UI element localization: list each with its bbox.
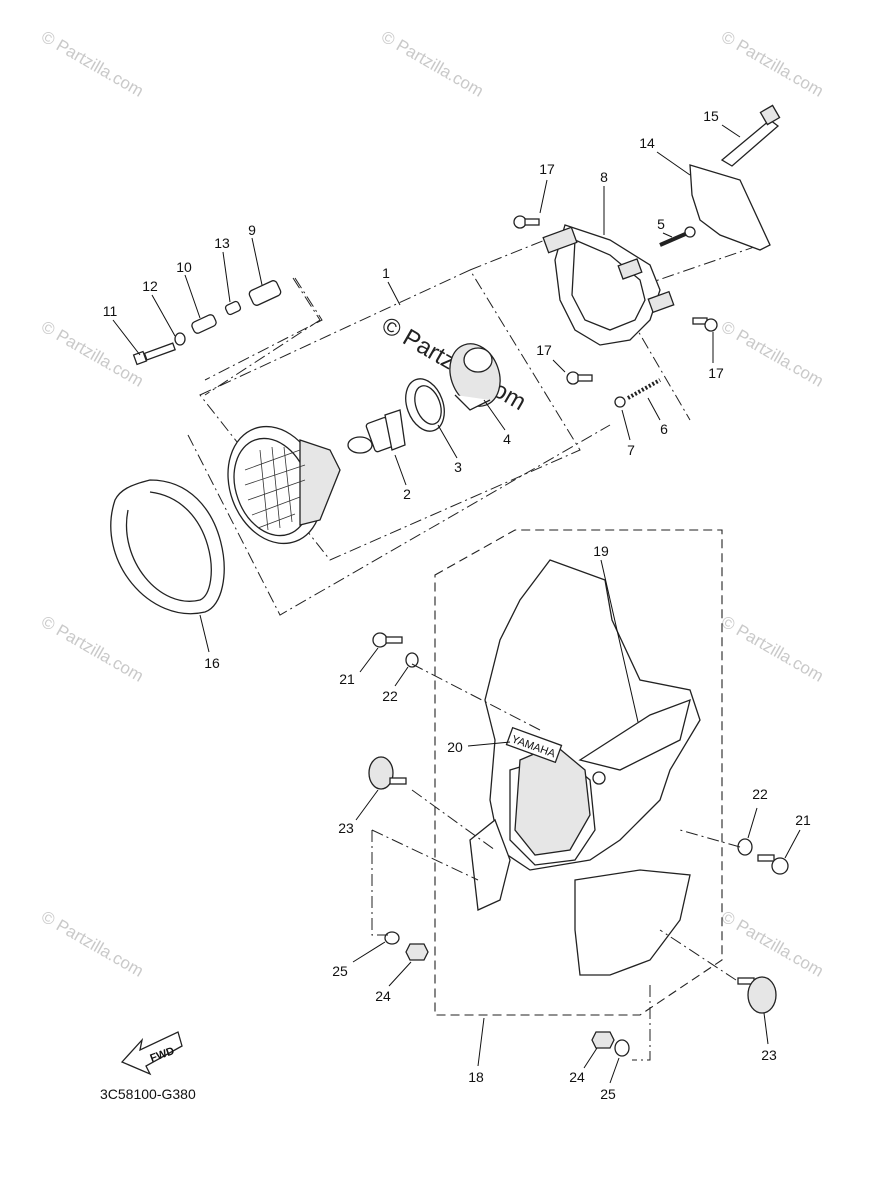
callout-17: 17: [539, 161, 555, 177]
callout-9: 9: [248, 222, 256, 238]
guide-line: [187, 424, 611, 616]
callout-3: 3: [454, 459, 462, 475]
grommet-23: [737, 976, 777, 1014]
guide-line: [371, 829, 479, 881]
nut-7: [614, 396, 626, 408]
assembly-18-outline: [434, 529, 723, 1016]
callout-5: 5: [657, 216, 665, 232]
watermark: © Partzilla.com: [38, 27, 147, 101]
callout-7: 7: [627, 442, 635, 458]
bulb-2: [347, 409, 406, 454]
guide-line: [411, 789, 496, 851]
guide-line: [659, 929, 737, 981]
diagram-code: 3C58100-G380: [100, 1086, 196, 1102]
bolt-21: [757, 854, 789, 875]
nut-24: [591, 1031, 615, 1049]
part-12-washer: [174, 332, 186, 346]
assembly-1-outline: [199, 269, 581, 561]
callout-25: 25: [600, 1086, 616, 1102]
watermark: © Partzilla.com: [38, 907, 147, 981]
callout-21: 21: [795, 812, 811, 828]
screw-5: [659, 226, 696, 247]
guide-line: [469, 239, 546, 271]
bulb-cover-4: [449, 343, 501, 411]
callout-12: 12: [142, 278, 158, 294]
headlight-lens: [227, 425, 341, 545]
callout-14: 14: [639, 135, 655, 151]
callout-17: 17: [708, 365, 724, 381]
guide-line: [411, 663, 541, 731]
callout-22: 22: [382, 688, 398, 704]
spring-6: [627, 378, 661, 400]
callout-2: 2: [403, 486, 411, 502]
watermark: © Partzilla.com: [718, 27, 827, 101]
watermark: © Partzilla.com: [38, 612, 147, 686]
grommet-23: [368, 756, 407, 790]
watermark: © Partzilla.com: [718, 907, 827, 981]
part-13-pin: [224, 300, 242, 316]
watermark: © Partzilla.com: [378, 27, 487, 101]
callout-6: 6: [660, 421, 668, 437]
washer-25: [614, 1039, 630, 1057]
washer-25: [384, 931, 400, 945]
callout-21: 21: [339, 671, 355, 687]
nut-24: [405, 943, 429, 961]
screw-17: [692, 317, 718, 332]
socket-ring-3: [405, 378, 445, 432]
callout-25: 25: [332, 963, 348, 979]
callout-24: 24: [375, 988, 391, 1004]
callout-17: 17: [536, 342, 552, 358]
callout-18: 18: [468, 1069, 484, 1085]
cable-tie-15: [720, 104, 781, 167]
headlight-cowling-19: [469, 559, 701, 976]
callout-16: 16: [204, 655, 220, 671]
guide-line: [632, 985, 651, 1061]
screw-17: [566, 371, 593, 385]
bolt-21: [372, 632, 403, 648]
guide-line: [679, 829, 741, 848]
watermark: © Partzilla.com: [718, 612, 827, 686]
cover-plate-14: [689, 164, 771, 251]
guide-line: [371, 830, 388, 936]
callout-8: 8: [600, 169, 608, 185]
fwd-arrow-icon: FWD: [120, 1031, 183, 1076]
callout-23: 23: [338, 820, 354, 836]
callout-22: 22: [752, 786, 768, 802]
callout-1: 1: [382, 265, 390, 281]
callout-labels: 1 2 3 4 5 6 7 8 9 10 11 12 13 14 15 16 1…: [103, 108, 811, 1102]
callout-19: 19: [593, 543, 609, 559]
callout-24: 24: [569, 1069, 585, 1085]
callout-20: 20: [447, 739, 463, 755]
part-10-spacer: [191, 314, 217, 334]
callout-15: 15: [703, 108, 719, 124]
leader-lines: [112, 124, 801, 1084]
guide-line: [292, 277, 321, 321]
callout-23: 23: [761, 1047, 777, 1063]
bracket-8: [542, 224, 675, 346]
part-11-bolt: [132, 342, 176, 366]
callout-10: 10: [176, 259, 192, 275]
guide-line: [204, 277, 323, 381]
watermark: © Partzilla.com: [718, 317, 827, 391]
callout-11: 11: [103, 303, 118, 319]
guide-line: [204, 319, 321, 396]
headlight-rim-16: [110, 479, 225, 615]
screw-17: [513, 215, 540, 229]
part-9-connector: [248, 280, 282, 306]
callout-13: 13: [214, 235, 230, 251]
washer-22: [405, 652, 419, 668]
callout-4: 4: [503, 431, 511, 447]
washer-22: [737, 838, 753, 856]
watermark: © Partzilla.com: [38, 317, 147, 391]
